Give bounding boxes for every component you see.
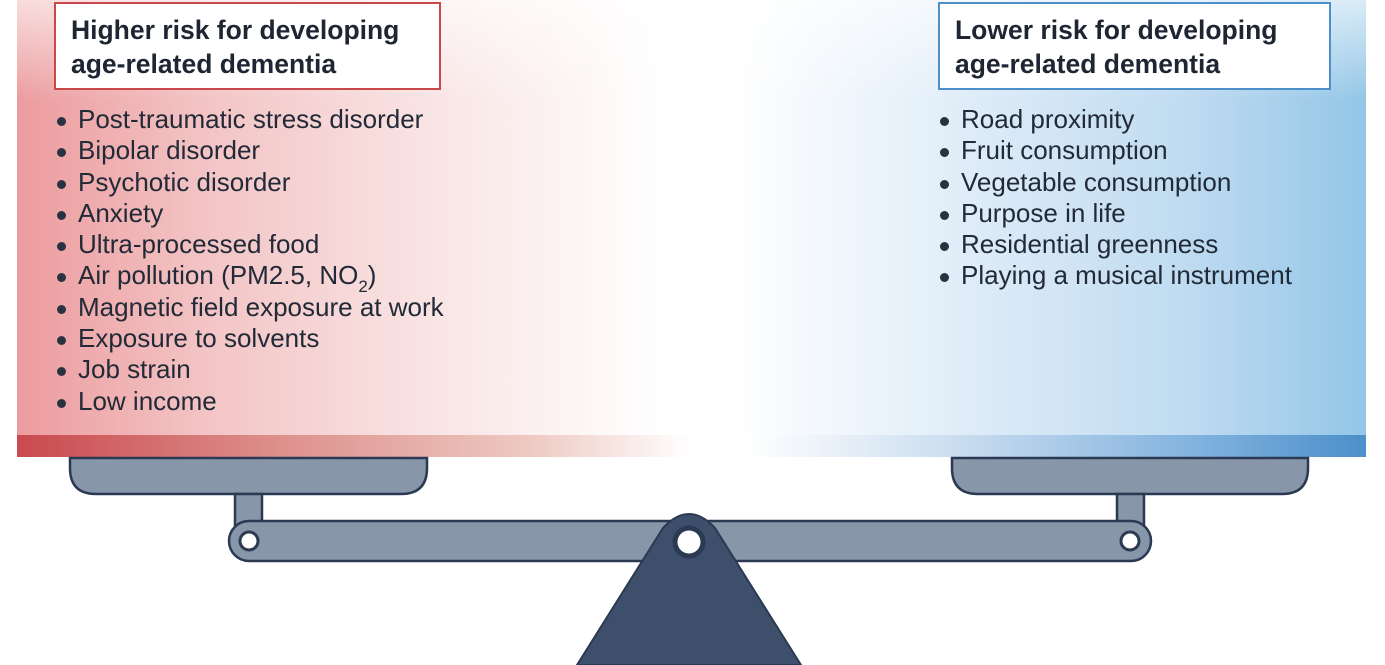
list-item: Playing a musical instrument xyxy=(939,260,1292,291)
list-item: Fruit consumption xyxy=(939,135,1292,166)
lower-risk-title-line2: age-related dementia xyxy=(955,49,1221,79)
list-item: Psychotic disorder xyxy=(56,167,444,198)
list-item: Road proximity xyxy=(939,104,1292,135)
list-item: Purpose in life xyxy=(939,198,1292,229)
center-pivot xyxy=(672,525,706,559)
right-beam-pivot xyxy=(1119,530,1141,552)
higher-risk-title: Higher risk for developing age-related d… xyxy=(54,2,441,90)
higher-risk-title-line1: Higher risk for developing xyxy=(71,15,400,45)
list-item: Ultra-processed food xyxy=(56,229,444,260)
list-item: Exposure to solvents xyxy=(56,323,444,354)
scale-fulcrum xyxy=(575,513,803,665)
right-scale-pan xyxy=(950,456,1310,496)
list-item-air-pollution: Air pollution (PM2.5, NO2) xyxy=(56,260,444,296)
left-scale-pan xyxy=(68,456,429,496)
list-item: Bipolar disorder xyxy=(56,135,444,166)
list-item: Job strain xyxy=(56,354,444,385)
lower-risk-factor-list: Road proximity Fruit consumption Vegetab… xyxy=(939,104,1292,292)
lower-risk-title: Lower risk for developing age-related de… xyxy=(938,2,1331,90)
lower-risk-title-line1: Lower risk for developing xyxy=(955,15,1278,45)
higher-risk-title-line2: age-related dementia xyxy=(71,49,337,79)
air-pollution-suffix: ) xyxy=(367,260,377,291)
list-item: Post-traumatic stress disorder xyxy=(56,104,444,135)
gradient-base-strip xyxy=(17,435,1366,457)
list-item: Magnetic field exposure at work xyxy=(56,292,444,323)
no2-subscript: 2 xyxy=(358,277,368,297)
left-beam-pivot xyxy=(238,530,260,552)
list-item: Low income xyxy=(56,386,444,417)
list-item: Residential greenness xyxy=(939,229,1292,260)
higher-risk-factor-list: Post-traumatic stress disorder Bipolar d… xyxy=(56,104,444,417)
list-item: Vegetable consumption xyxy=(939,167,1292,198)
air-pollution-label: Air pollution (PM2.5, NO xyxy=(78,260,359,291)
list-item: Anxiety xyxy=(56,198,444,229)
